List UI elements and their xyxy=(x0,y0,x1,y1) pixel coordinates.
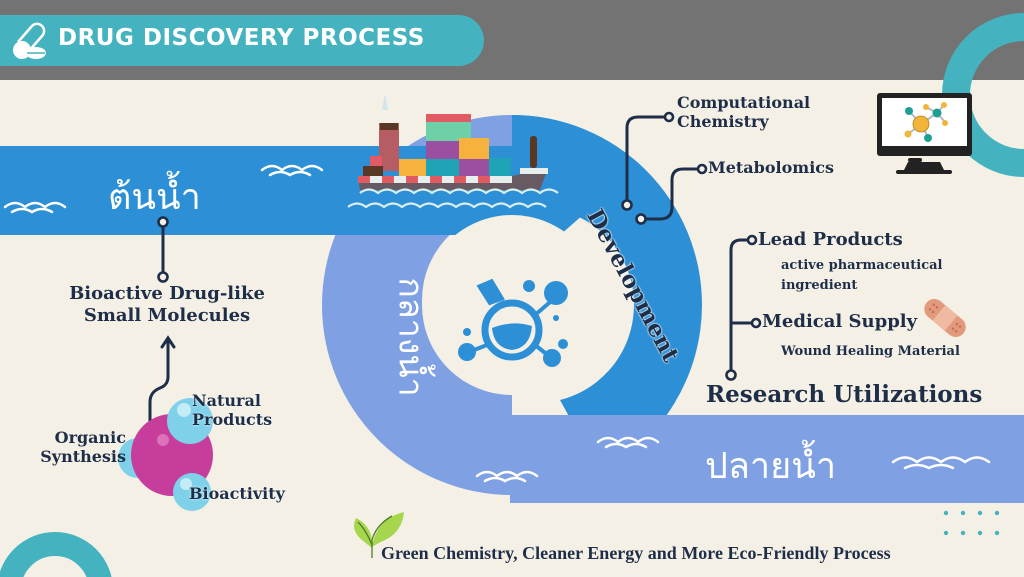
bioactive-molecules-label: Bioactive Drug-like Small Molecules xyxy=(57,283,277,326)
source-line-1: Natural xyxy=(192,391,261,410)
midstream-label: กลางน้ำ xyxy=(390,277,431,397)
bioactive-line-2: Small Molecules xyxy=(83,304,251,326)
teal-ring-bottom-left xyxy=(0,532,112,577)
bioactive-line-1: Bioactive Drug-like xyxy=(69,283,265,304)
wave-icons xyxy=(3,164,991,483)
item-line-1: Computational xyxy=(677,93,811,112)
upstream-label: ต้นน้ำ xyxy=(108,177,201,218)
dot-grid xyxy=(943,510,1000,536)
lead-products-label: Lead Products xyxy=(758,229,903,250)
green-chemistry-note: Green Chemistry, Cleaner Energy and More… xyxy=(381,543,891,563)
detail-line-1: active pharmaceutical xyxy=(781,258,943,273)
detail-line-2: ingredient xyxy=(781,278,858,294)
downstream-label: ปลายน้ำ xyxy=(705,446,837,487)
medical-supply-detail: Wound Healing Material xyxy=(781,344,960,359)
title-banner xyxy=(0,15,484,66)
item-line-2: Chemistry xyxy=(677,112,769,132)
metabolomics-label: Metabolomics xyxy=(708,158,835,177)
source-natural-products: Natural Products xyxy=(192,391,272,429)
source-line-1: Organic xyxy=(54,428,126,447)
source-organic-synthesis: Organic Synthesis xyxy=(24,428,126,466)
computational-chemistry-label: Computational Chemistry xyxy=(677,93,810,131)
source-line-2: Synthesis xyxy=(40,447,126,467)
page-title: DRUG DISCOVERY PROCESS xyxy=(58,25,425,51)
lead-products-detail: active pharmaceutical ingredient xyxy=(781,256,942,296)
research-utilizations-title: Research Utilizations xyxy=(706,381,983,408)
pill-capsule-icon xyxy=(10,20,54,62)
medical-supply-label: Medical Supply xyxy=(762,311,918,332)
source-bioactivity: Bioactivity xyxy=(189,484,285,503)
source-line-2: Products xyxy=(192,410,273,430)
